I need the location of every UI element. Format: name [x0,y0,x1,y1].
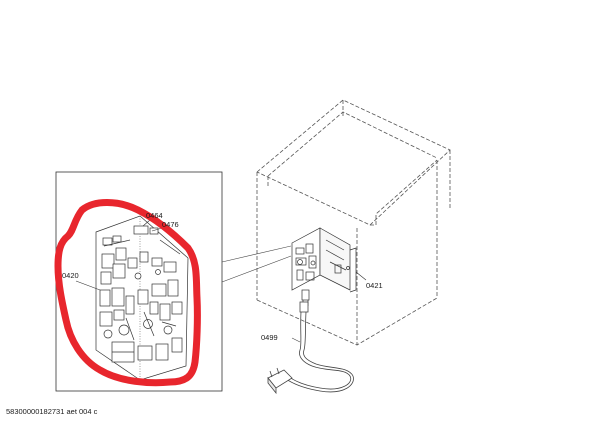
label-0499: 0499 [261,333,278,342]
leader-0421 [355,271,367,281]
control-board-enlarged [95,215,189,381]
detail-leaders [75,219,163,291]
red-highlight-outline [54,199,201,387]
label-0421: 0421 [366,281,383,290]
label-0476: 0476 [162,220,179,229]
power-cord [267,301,354,395]
appliance-housing [256,99,451,346]
label-0464: 0464 [146,211,163,220]
label-0420: 0420 [62,271,79,280]
mounted-board-small [291,227,357,306]
zoom-lines [221,245,292,283]
footer-code: 58300000182731 aet 004 c [6,407,98,416]
